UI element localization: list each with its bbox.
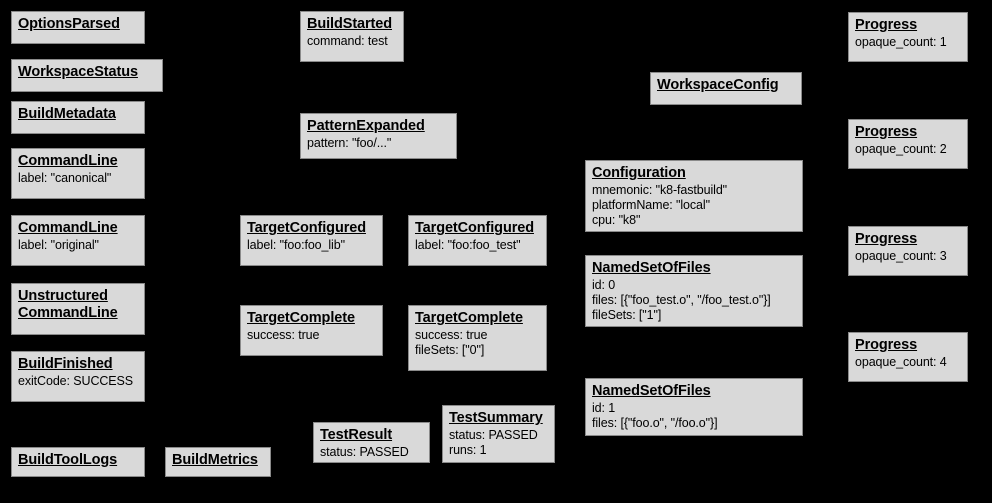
node-fields: mnemonic: "k8-fastbuild"platformName: "l… (592, 183, 796, 228)
node-title: WorkspaceStatus (18, 64, 138, 80)
node-fields: label: "foo:foo_test" (415, 238, 540, 253)
node-field: opaque_count: 3 (855, 249, 947, 263)
node-title: TargetComplete (247, 310, 355, 326)
node-field: mnemonic: "k8-fastbuild" (592, 183, 728, 197)
node-field: id: 0 (592, 278, 616, 292)
node-workspace-config[interactable]: WorkspaceConfig (650, 72, 802, 105)
node-fields: label: "original" (18, 238, 138, 253)
node-field: cpu: "k8" (592, 213, 641, 227)
node-fields: label: "canonical" (18, 171, 138, 186)
node-field: success: true (247, 328, 320, 342)
node-field: label: "original" (18, 238, 99, 252)
node-title: NamedSetOfFiles (592, 383, 711, 399)
node-field: fileSets: ["1"] (592, 308, 662, 322)
node-title: TestResult (320, 427, 393, 443)
node-fields: opaque_count: 1 (855, 35, 961, 50)
node-title: BuildStarted (307, 16, 393, 32)
node-field: files: [{"foo_test.o", "/foo_test.o"}] (592, 293, 771, 307)
node-title: BuildMetrics (172, 452, 258, 468)
node-title: BuildToolLogs (18, 452, 118, 468)
node-progress-3[interactable]: Progress opaque_count: 3 (848, 226, 968, 276)
node-title: Configuration (592, 165, 686, 181)
node-field: label: "canonical" (18, 171, 112, 185)
node-workspace-status[interactable]: WorkspaceStatus (11, 59, 163, 92)
node-fields: opaque_count: 3 (855, 249, 961, 264)
node-title: TargetConfigured (415, 220, 534, 236)
node-command-line-original[interactable]: CommandLine label: "original" (11, 215, 145, 266)
node-title: TargetConfigured (247, 220, 366, 236)
node-build-metrics[interactable]: BuildMetrics (165, 447, 271, 477)
node-title: Progress (855, 124, 918, 140)
node-fields: status: PASSED (320, 445, 423, 460)
node-field: label: "foo:foo_lib" (247, 238, 345, 252)
node-field: files: [{"foo.o", "/foo.o"}] (592, 416, 718, 430)
node-title: NamedSetOfFiles (592, 260, 711, 276)
node-fields: opaque_count: 4 (855, 355, 961, 370)
node-title: CommandLine (18, 153, 118, 169)
node-field: command: test (307, 34, 388, 48)
node-fields: pattern: "foo/..." (307, 136, 450, 151)
node-field: runs: 1 (449, 443, 487, 457)
node-fields: exitCode: SUCCESS (18, 374, 138, 389)
node-target-complete-foo-lib[interactable]: TargetComplete success: true (240, 305, 383, 356)
node-field: pattern: "foo/..." (307, 136, 392, 150)
node-field: opaque_count: 1 (855, 35, 947, 49)
node-title: OptionsParsed (18, 16, 120, 32)
node-fields: success: true (247, 328, 376, 343)
node-field: platformName: "local" (592, 198, 710, 212)
node-pattern-expanded[interactable]: PatternExpanded pattern: "foo/..." (300, 113, 457, 159)
node-field: success: true (415, 328, 488, 342)
node-title: Progress (855, 17, 918, 33)
node-field: status: PASSED (320, 445, 409, 459)
node-field: exitCode: SUCCESS (18, 374, 134, 388)
node-title: BuildFinished (18, 356, 113, 372)
node-unstructured-command-line[interactable]: Unstructured CommandLine (11, 283, 145, 335)
node-command-line-canonical[interactable]: CommandLine label: "canonical" (11, 148, 145, 199)
node-progress-4[interactable]: Progress opaque_count: 4 (848, 332, 968, 382)
node-title: PatternExpanded (307, 118, 425, 134)
node-progress-1[interactable]: Progress opaque_count: 1 (848, 12, 968, 62)
node-fields: label: "foo:foo_lib" (247, 238, 376, 253)
node-title: Unstructured CommandLine (18, 288, 118, 321)
node-options-parsed[interactable]: OptionsParsed (11, 11, 145, 44)
node-title: Progress (855, 337, 918, 353)
node-field: label: "foo:foo_test" (415, 238, 521, 252)
node-configuration[interactable]: Configuration mnemonic: "k8-fastbuild"pla… (585, 160, 803, 232)
node-build-tool-logs[interactable]: BuildToolLogs (11, 447, 145, 477)
node-field: status: PASSED (449, 428, 538, 442)
node-title: Progress (855, 231, 918, 247)
node-field: fileSets: ["0"] (415, 343, 485, 357)
node-title: CommandLine (18, 220, 118, 236)
node-fields: command: test (307, 34, 397, 49)
node-target-configured-foo-lib[interactable]: TargetConfigured label: "foo:foo_lib" (240, 215, 383, 266)
node-build-started[interactable]: BuildStarted command: test (300, 11, 404, 62)
node-build-metadata[interactable]: BuildMetadata (11, 101, 145, 134)
node-title: WorkspaceConfig (657, 77, 779, 93)
node-title: BuildMetadata (18, 106, 116, 122)
node-field: id: 1 (592, 401, 616, 415)
node-field: opaque_count: 2 (855, 142, 947, 156)
node-title: TargetComplete (415, 310, 523, 326)
node-test-result[interactable]: TestResult status: PASSED (313, 422, 430, 463)
node-fields: opaque_count: 2 (855, 142, 961, 157)
node-target-configured-foo-test[interactable]: TargetConfigured label: "foo:foo_test" (408, 215, 547, 266)
node-title: TestSummary (449, 410, 543, 426)
node-field: opaque_count: 4 (855, 355, 947, 369)
node-progress-2[interactable]: Progress opaque_count: 2 (848, 119, 968, 169)
node-build-finished[interactable]: BuildFinished exitCode: SUCCESS (11, 351, 145, 402)
